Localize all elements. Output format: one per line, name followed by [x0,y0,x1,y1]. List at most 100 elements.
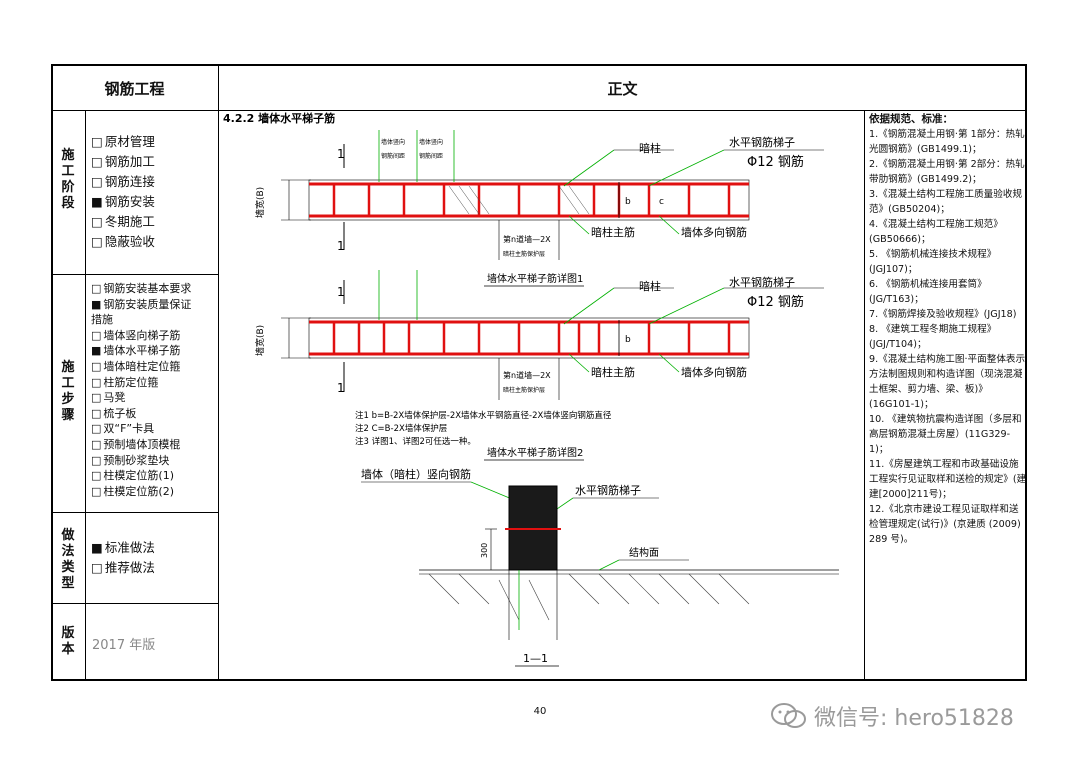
vertical-spacing-label-c: 墙体竖向 [419,138,443,146]
references-list: 1.《钢筋混凝土用钢·第 1部分：热轧光圆钢筋》(GB1499.1)； 2.《钢筋… [869,127,1027,547]
list-item[interactable]: □钢筋安装基本要求 [91,281,191,297]
list-item[interactable]: ■墙体水平梯子筋 [91,343,191,359]
list-item[interactable]: □柱筋定位箍 [91,375,191,391]
list-item[interactable]: □钢筋连接 [91,172,155,192]
reference-item: 10. 《建筑物抗震构造详图（多层和高层钢筋混凝土房屋）(11G329-1)； [869,414,1022,455]
list-item-label: 原材管理 [104,134,155,149]
unchecked-box-icon: □ [91,437,102,451]
unchecked-box-icon: □ [91,359,102,373]
cut-mark-bottom-1: 1 [337,239,345,253]
list-item-label: 墙体水平梯子筋 [103,344,181,358]
section-wall-rebar-label: 墙体（暗柱）竖向钢筋 [361,467,471,481]
width-label-2: 墙宽(B) [254,325,266,356]
section-1-1: 墙体（暗柱）竖向钢筋 水平钢筋梯子 结构面 300 1—1 [361,467,839,667]
list-item-label: 柱模定位筋(1) [103,469,174,483]
list-item[interactable]: □柱模定位筋(2) [91,484,191,500]
list-item-label: 柱筋定位箍 [103,375,159,389]
ladder-label-2: 水平钢筋梯子 [729,275,795,289]
reference-item: 7.《钢筋焊接及验收规程》(JGJ18) [869,309,1017,320]
hidden-column-main-label-2: 暗柱主筋 [591,365,635,379]
hidden-column-label-1: 暗柱 [639,141,661,155]
list-item[interactable]: ■钢筋安装质量保证 [91,297,191,313]
detail-2-title: 墙体水平梯子筋详图2 [487,446,583,459]
cut-mark-top-1: 1 [337,147,345,161]
c-label-1: c [659,197,664,207]
note-3: 注3 详图1、详图2可任选一种。 [355,436,476,447]
list-item[interactable]: □推荐做法 [91,558,155,578]
references-panel: 依据规范、标准： 1.《钢筋混凝土用钢·第 1部分：热轧光圆钢筋》(GB1499… [869,112,1027,547]
reference-item: 2.《钢筋混凝土用钢·第 2部分：热轧带肋钢筋》(GB1499.2)； [869,159,1025,185]
stage-divider [51,274,218,275]
list-item[interactable]: □预制墙体顶模棍 [91,437,191,453]
list-item[interactable]: □马凳 [91,390,191,406]
multi-rebar-label-2: 墙体多向钢筋 [681,365,747,379]
list-item-label: 标准做法 [104,540,155,555]
list-item-label: 钢筋安装 [104,194,155,209]
checked-box-icon: ■ [91,344,102,358]
stage-title: 施工阶段 [61,148,75,211]
cut-mark-bottom-2: 1 [337,381,345,395]
reference-item: 3.《混凝土结构工程施工质量验收规范》(GB50204)； [869,189,1023,215]
list-item[interactable]: □冬期施工 [91,212,155,232]
watermark-text: 微信号: hero51828 [814,706,1014,731]
detail-1-title: 墙体水平梯子筋详图1 [487,272,583,285]
list-item[interactable]: ■标准做法 [91,538,155,558]
unchecked-box-icon: □ [91,422,102,436]
list-item-label: 冬期施工 [104,214,155,229]
unchecked-box-icon: □ [91,375,102,389]
header-divider [51,110,1027,111]
reference-item: 4.《混凝土结构工程施工规范》(GB50666)； [869,219,1003,245]
section-name-label: 1—1 [523,652,548,665]
method-title: 做法类型 [61,528,75,591]
list-item[interactable]: □钢筋加工 [91,152,155,172]
unchecked-box-icon: □ [91,214,103,229]
list-item[interactable]: □双“F”卡具 [91,421,191,437]
list-item-label: 钢筋安装质量保证 [103,297,192,311]
list-item-label: 梳子板 [103,406,137,420]
right-header-title: 正文 [607,80,638,98]
section-title-divider [85,110,86,681]
list-item[interactable]: □柱模定位筋(1) [91,468,191,484]
b-label-2: b [625,335,631,345]
checked-box-icon: ■ [91,194,103,209]
reference-item: 1.《钢筋混凝土用钢·第 1部分：热轧光圆钢筋》(GB1499.1)； [869,129,1025,155]
list-item[interactable]: □墙体暗柱定位箍 [91,359,191,375]
list-item[interactable]: □梳子板 [91,406,191,422]
rebar-drawing: 4.2.2 墙体水平梯子筋 1 1 b c 墙宽(B) [223,111,839,667]
list-item-label: 预制砂浆垫块 [103,453,170,467]
list-item-label: 预制墙体顶模棍 [103,437,181,451]
version-value: 2017 年版 [92,638,156,653]
dim-300-label: 300 [480,543,489,558]
unchecked-box-icon: □ [91,406,102,420]
note-1: 注1 b=B-2X墙体保护层-2X墙体水平钢筋直径-2X墙体竖向钢筋直径 [355,410,612,421]
checked-box-icon: ■ [91,297,102,311]
reference-item: 8. 《建筑工程冬期施工规程》(JGJ/T104)； [869,324,997,350]
steps-divider [51,512,218,513]
vertical-spacing-label-d: 钢筋间距 [419,152,443,160]
list-item[interactable]: ■钢筋安装 [91,192,155,212]
refs-column-divider [864,110,865,681]
method-list: ■标准做法□推荐做法 [91,538,155,578]
left-header-title: 钢筋工程 [104,80,165,98]
list-item-label: 墙体竖向梯子筋 [103,328,181,342]
phi12-label-1: Φ12 钢筋 [747,154,804,170]
unchecked-box-icon: □ [91,234,103,249]
length-label-2: 第n道墙—2X [503,370,551,380]
page-frame [51,64,1027,681]
list-item[interactable]: □隐蔽验收 [91,232,155,252]
list-item-label: 钢筋连接 [104,174,155,189]
list-item-label: 措施 [91,313,113,327]
stage-list: □原材管理□钢筋加工□钢筋连接■钢筋安装□冬期施工□隐蔽验收 [91,132,155,252]
list-item[interactable]: □墙体竖向梯子筋 [91,328,191,344]
detail-2: 1 1 b 墙宽(B) 暗柱 水平钢筋梯子 Φ12 钢筋 暗柱主筋 [254,270,824,461]
hidden-column-main-label-1: 暗柱主筋 [591,225,635,239]
list-item[interactable]: □原材管理 [91,132,155,152]
structural-surface-label: 结构面 [629,546,659,559]
list-item[interactable]: □预制砂浆垫块 [91,453,191,469]
length-label-1: 第n道墙—2X [503,234,551,244]
phi12-label-2: Φ12 钢筋 [747,294,804,310]
width-label-1: 墙宽(B) [254,187,266,218]
list-item[interactable]: 措施 [91,312,191,328]
version-title: 版本 [61,626,75,657]
vertical-spacing-label-b: 钢筋间距 [381,152,405,160]
